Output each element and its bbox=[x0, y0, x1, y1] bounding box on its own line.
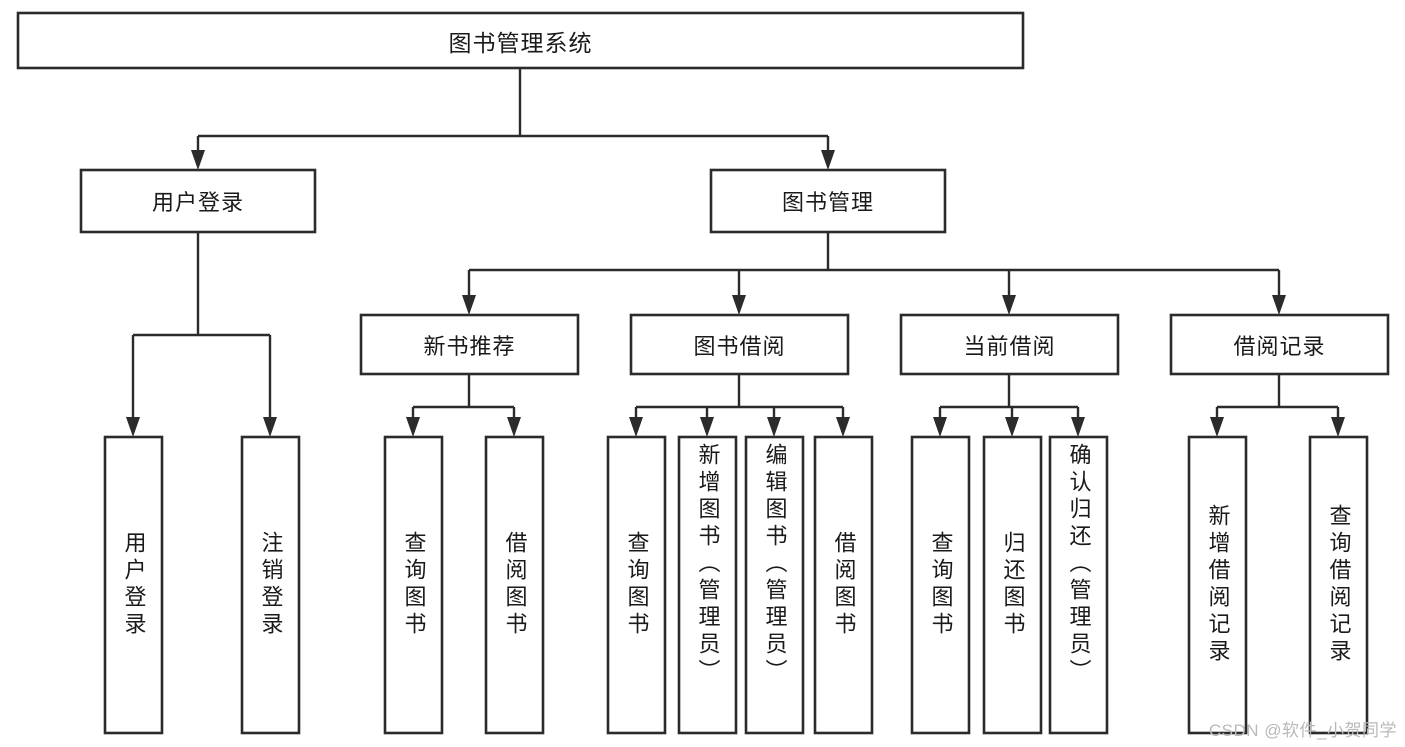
node-borrow-record[interactable] bbox=[1169, 313, 1390, 376]
node-user-login[interactable] bbox=[79, 168, 317, 234]
arrow-head-icon bbox=[462, 295, 476, 315]
node-current-borrow[interactable] bbox=[899, 313, 1120, 376]
arrow-head-icon bbox=[126, 417, 140, 437]
node-book-manage[interactable] bbox=[709, 168, 947, 234]
node-leaf-user-login[interactable] bbox=[103, 435, 164, 735]
node-leaf-query-book-2[interactable] bbox=[606, 435, 667, 735]
arrow-head-icon bbox=[191, 150, 205, 170]
arrow-head-icon bbox=[933, 417, 947, 437]
node-leaf-add-book[interactable] bbox=[677, 435, 738, 735]
arrow-head-icon bbox=[1210, 417, 1224, 437]
arrow-head-icon bbox=[1272, 295, 1286, 315]
arrow-head-icon bbox=[507, 417, 521, 437]
node-leaf-edit-book[interactable] bbox=[744, 435, 805, 735]
arrow-head-icon bbox=[1005, 417, 1019, 437]
arrow-head-icon bbox=[821, 150, 835, 170]
arrow-head-icon bbox=[836, 417, 850, 437]
node-leaf-logout[interactable] bbox=[240, 435, 301, 735]
arrow-head-icon bbox=[732, 295, 746, 315]
arrow-head-icon bbox=[1071, 417, 1085, 437]
arrow-head-icon bbox=[1331, 417, 1345, 437]
arrow-head-icon bbox=[263, 417, 277, 437]
node-leaf-return-book[interactable] bbox=[982, 435, 1043, 735]
node-leaf-query-record[interactable] bbox=[1308, 435, 1369, 735]
node-leaf-add-record[interactable] bbox=[1187, 435, 1248, 735]
arrow-head-icon bbox=[406, 417, 420, 437]
node-leaf-query-book-3[interactable] bbox=[910, 435, 971, 735]
node-root[interactable] bbox=[16, 11, 1025, 70]
node-leaf-borrow-book-1[interactable] bbox=[484, 435, 545, 735]
arrow-head-icon bbox=[700, 417, 714, 437]
arrow-head-icon bbox=[1002, 295, 1016, 315]
node-leaf-confirm-return[interactable] bbox=[1048, 435, 1109, 735]
node-leaf-borrow-book-2[interactable] bbox=[813, 435, 874, 735]
node-new-book-recommend[interactable] bbox=[359, 313, 580, 376]
node-book-borrow[interactable] bbox=[629, 313, 850, 376]
node-leaf-query-book-1[interactable] bbox=[383, 435, 444, 735]
arrow-head-icon bbox=[767, 417, 781, 437]
arrow-head-icon bbox=[629, 417, 643, 437]
